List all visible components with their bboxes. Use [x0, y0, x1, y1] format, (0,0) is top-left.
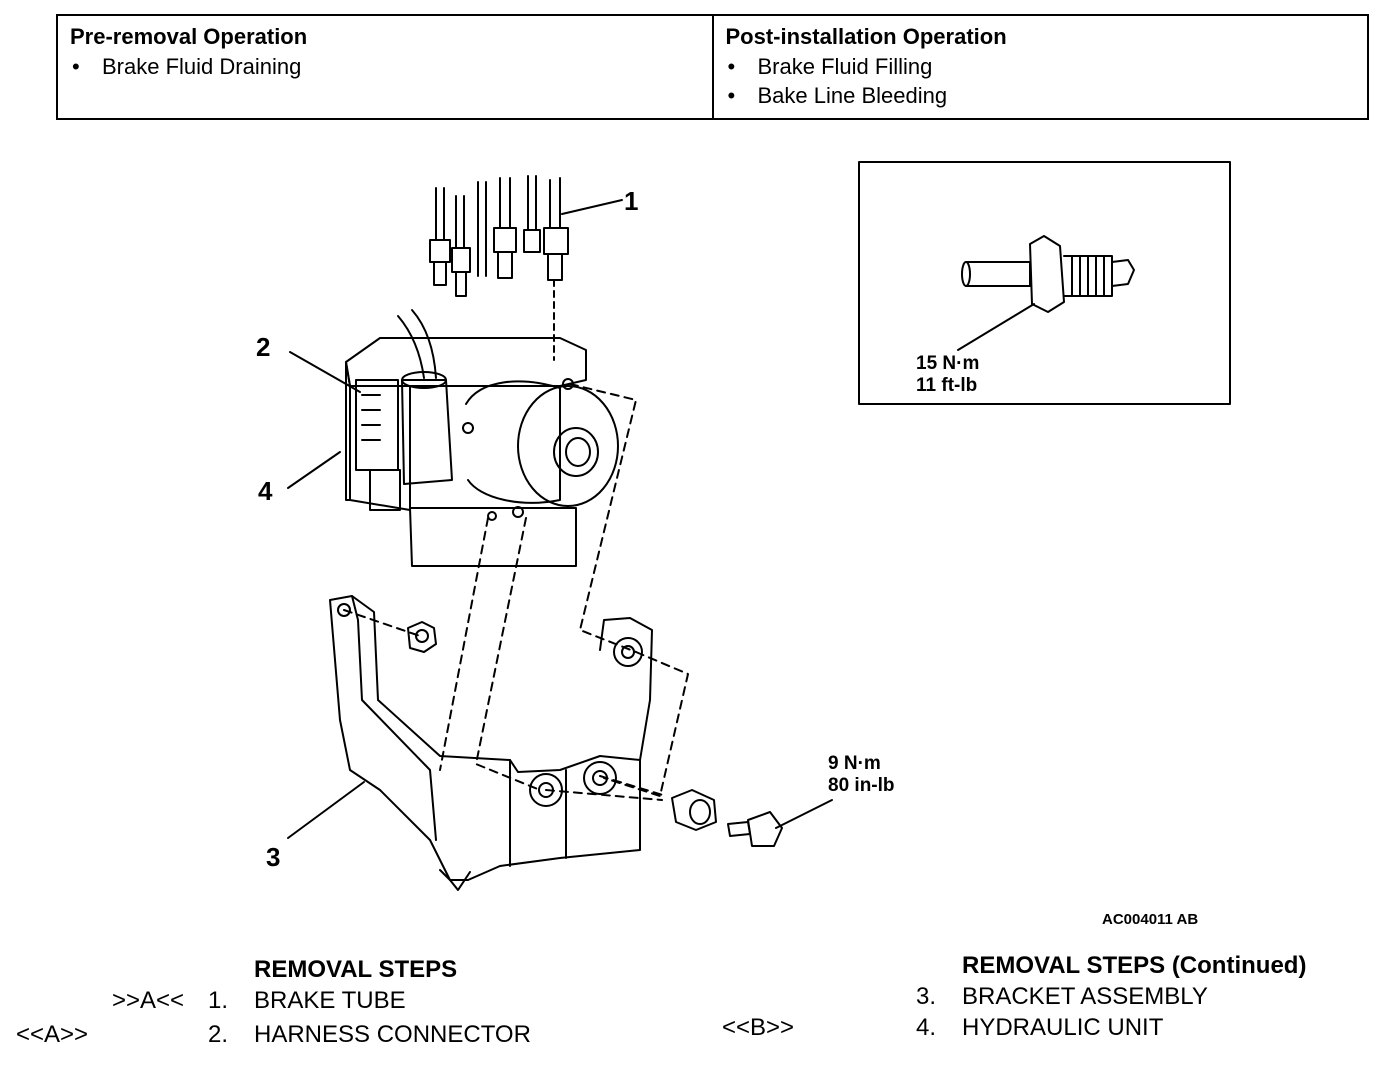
list-item: •Bake Line Bleeding	[727, 83, 948, 108]
callout-3: 3	[266, 842, 280, 872]
list-item: <<B>> 4. HYDRAULIC UNIT	[700, 1012, 1390, 1043]
bracket-assembly-drawing	[287, 595, 653, 891]
bullet-icon: •	[727, 54, 736, 79]
torque-inset	[858, 161, 1231, 405]
removal-steps-left: REMOVAL STEPS >>A<< 1. BRAKE TUBE <<A>> …	[0, 954, 700, 1050]
step-number: 3.	[916, 983, 937, 1010]
bullet-icon: •	[727, 83, 736, 108]
step-label: HYDRAULIC UNIT	[962, 1014, 1164, 1041]
step-number: 1.	[208, 987, 229, 1014]
step-label: BRAKE TUBE	[254, 987, 406, 1014]
list-item: •Brake Fluid Draining	[72, 54, 302, 79]
pre-removal-list: •Brake Fluid Draining	[70, 52, 700, 81]
fasteners-drawing	[407, 621, 833, 847]
list-item: <<A>> 2. HARNESS CONNECTOR	[0, 1019, 700, 1050]
list-item: >>A<< 1. BRAKE TUBE	[0, 985, 700, 1016]
step-reference: <<A>>	[16, 1021, 89, 1048]
removal-steps-right: REMOVAL STEPS (Continued) 3. BRACKET ASS…	[700, 950, 1390, 1043]
list-item: •Brake Fluid Filling	[727, 54, 933, 79]
callout-4: 4	[258, 476, 273, 506]
inset-torque-ftlb: 11 ft-lb	[916, 375, 977, 396]
step-label: HARNESS CONNECTOR	[254, 1021, 531, 1048]
list-item: 3. BRACKET ASSEMBLY	[700, 981, 1390, 1012]
step-number: 4.	[916, 1014, 937, 1041]
inset-torque-nm: 15 N·m	[916, 353, 979, 374]
operations-table: Pre-removal Operation •Brake Fluid Drain…	[56, 14, 1369, 120]
removal-steps-continued-title: REMOVAL STEPS (Continued)	[962, 952, 1307, 979]
post-installation-list: •Brake Fluid Filling •Bake Line Bleeding	[726, 52, 1356, 110]
figure-code: AC004011 AB	[1102, 911, 1199, 928]
brake-tubes-drawing	[429, 175, 623, 361]
hydraulic-unit-drawing	[287, 309, 619, 567]
step-number: 2.	[208, 1021, 229, 1048]
pre-removal-title: Pre-removal Operation	[70, 24, 308, 49]
post-installation-column: Post-installation Operation •Brake Fluid…	[714, 16, 1368, 118]
bullet-icon: •	[72, 54, 80, 79]
step-reference: >>A<<	[112, 987, 185, 1014]
step-label: BRACKET ASSEMBLY	[962, 983, 1208, 1010]
pre-removal-column: Pre-removal Operation •Brake Fluid Drain…	[58, 16, 714, 118]
post-installation-title: Post-installation Operation	[725, 24, 1007, 49]
removal-steps-title: REMOVAL STEPS	[254, 956, 458, 983]
bracket-torque-inlb: 80 in-lb	[828, 775, 895, 796]
alignment-lines	[343, 383, 689, 801]
callout-1: 1	[624, 186, 638, 216]
callout-2: 2	[256, 332, 270, 362]
step-reference: <<B>>	[722, 1014, 795, 1041]
bracket-torque-nm: 9 N·m	[828, 753, 881, 774]
